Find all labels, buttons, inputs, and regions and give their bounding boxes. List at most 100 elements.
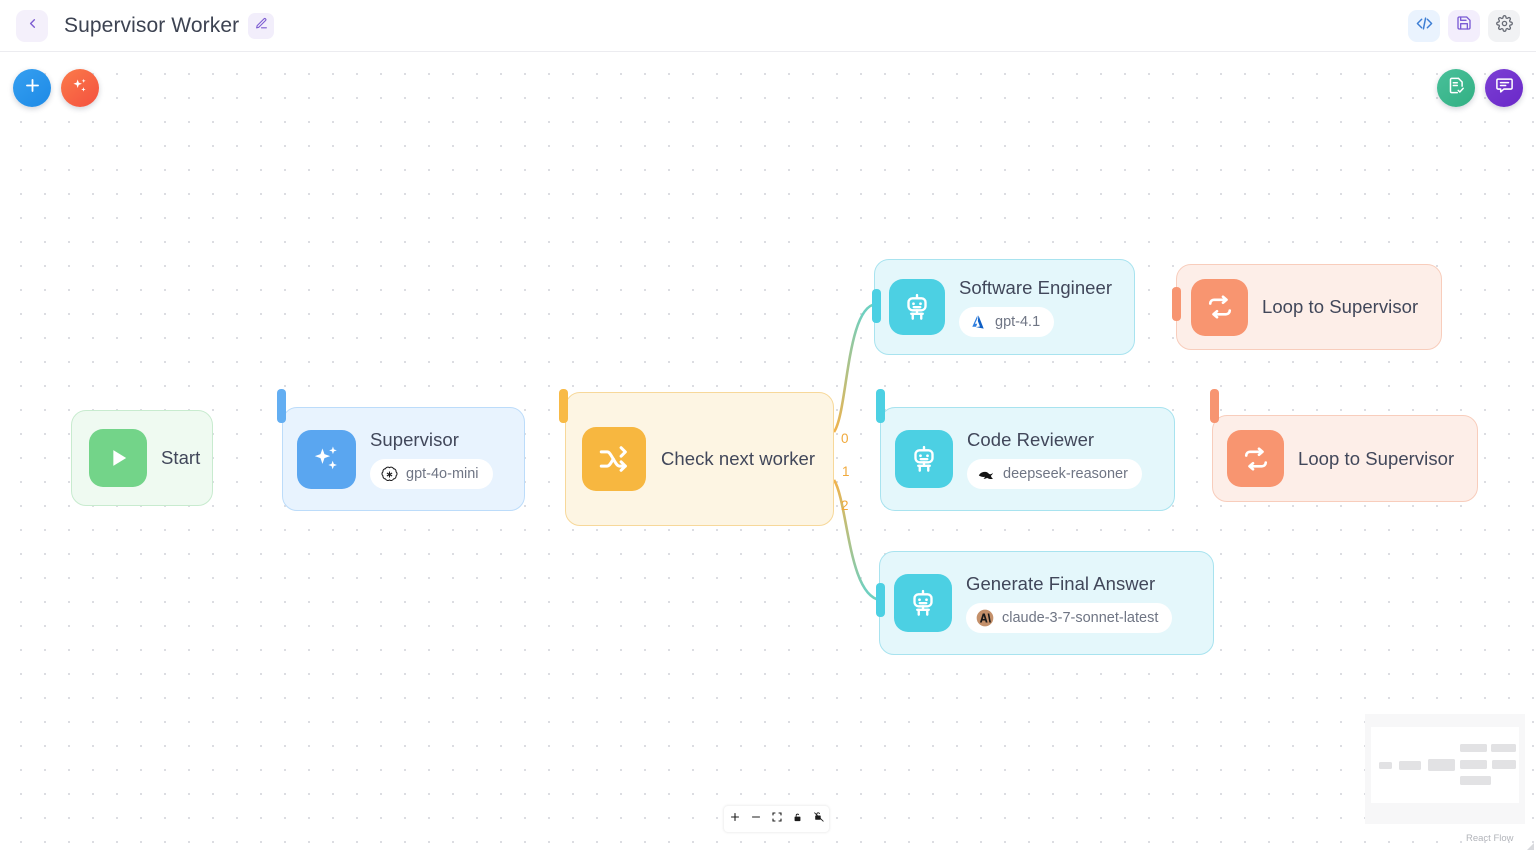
sparkles-icon bbox=[70, 76, 90, 101]
model-name-supervisor: gpt-4o-mini bbox=[406, 466, 479, 482]
edge-label-0: 0 bbox=[841, 431, 849, 446]
rename-button[interactable] bbox=[248, 12, 275, 39]
handle-router-in[interactable] bbox=[559, 389, 568, 423]
node-start[interactable]: Start bbox=[71, 410, 213, 506]
node-generate-final-answer-title: Generate Final Answer bbox=[966, 573, 1156, 594]
node-supervisor[interactable]: Supervisor gpt-4o-mini bbox=[282, 407, 525, 511]
zoom-in-button[interactable] bbox=[724, 806, 745, 832]
node-loop-2-title: Loop to Supervisor bbox=[1298, 447, 1455, 469]
fit-view-icon bbox=[771, 810, 783, 828]
node-router-body: Check next worker bbox=[661, 448, 815, 470]
model-badge-supervisor[interactable]: gpt-4o-mini bbox=[370, 459, 493, 489]
model-badge-code-reviewer[interactable]: deepseek-reasoner bbox=[967, 459, 1142, 489]
minimap-node bbox=[1460, 760, 1487, 769]
ai-generate-button[interactable] bbox=[61, 69, 99, 107]
node-start-title: Start bbox=[161, 447, 201, 468]
model-badge-generate-final-answer[interactable]: claude-3-7-sonnet-latest bbox=[966, 603, 1173, 633]
chat-bubble-icon bbox=[1495, 76, 1514, 100]
edge-router-software-engineer bbox=[832, 302, 877, 433]
node-loop-2-body: Loop to Supervisor bbox=[1298, 448, 1454, 470]
minus-icon bbox=[750, 810, 762, 828]
gear-icon bbox=[1495, 14, 1513, 37]
minimap-node bbox=[1492, 760, 1516, 769]
minimap-node bbox=[1399, 761, 1421, 770]
node-check-next-worker[interactable]: Check next worker bbox=[565, 392, 834, 526]
plus-icon bbox=[729, 810, 741, 828]
robot-icon bbox=[895, 430, 953, 488]
loop-icon bbox=[1191, 278, 1248, 336]
handle-supervisor-in[interactable] bbox=[277, 389, 286, 423]
resize-corner[interactable] bbox=[1527, 843, 1534, 850]
floppy-disk-icon bbox=[1456, 15, 1472, 36]
handle-loop-2-in[interactable] bbox=[1210, 389, 1219, 423]
handle-code-reviewer-in[interactable] bbox=[876, 389, 885, 423]
react-flow-attribution[interactable]: React Flow bbox=[1466, 833, 1514, 844]
model-name-software-engineer: gpt-4.1 bbox=[995, 314, 1041, 330]
edge-label-2: 2 bbox=[841, 498, 849, 513]
minimap-node bbox=[1460, 776, 1491, 785]
deepseek-logo bbox=[976, 464, 996, 484]
settings-button[interactable] bbox=[1488, 9, 1520, 42]
node-start-body: Start bbox=[161, 447, 200, 469]
code-view-button[interactable] bbox=[1408, 9, 1440, 42]
toggle-interactivity-button[interactable] bbox=[808, 806, 829, 832]
chevron-left-icon bbox=[25, 16, 40, 36]
handle-generate-final-answer-in[interactable] bbox=[876, 583, 885, 617]
flow-controls bbox=[724, 806, 829, 832]
node-supervisor-title: Supervisor bbox=[370, 429, 459, 450]
loop-icon bbox=[1227, 430, 1284, 487]
robot-icon bbox=[889, 279, 945, 335]
save-button[interactable] bbox=[1448, 9, 1480, 42]
lock-icon bbox=[792, 810, 803, 828]
node-loop-to-supervisor-2[interactable]: Loop to Supervisor bbox=[1212, 415, 1478, 502]
add-node-button[interactable] bbox=[13, 69, 51, 107]
page-title: Supervisor Worker bbox=[64, 13, 240, 37]
openai-logo bbox=[379, 464, 399, 484]
flow-canvas[interactable]: 0 1 2 Start Supervisor bbox=[0, 52, 1536, 852]
fit-view-button[interactable] bbox=[766, 806, 787, 832]
model-name-generate-final-answer: claude-3-7-sonnet-latest bbox=[1002, 610, 1159, 626]
document-check-icon bbox=[1447, 76, 1466, 100]
node-software-engineer-body: Software Engineer gpt-4.1 bbox=[959, 277, 1112, 337]
zoom-out-button[interactable] bbox=[745, 806, 766, 832]
minimap-node bbox=[1379, 762, 1392, 769]
minimap[interactable] bbox=[1365, 714, 1525, 824]
model-name-code-reviewer: deepseek-reasoner bbox=[1003, 466, 1128, 482]
pencil-icon bbox=[255, 17, 268, 35]
model-badge-software-engineer[interactable]: gpt-4.1 bbox=[959, 307, 1055, 337]
minimap-node bbox=[1491, 744, 1516, 752]
handle-software-engineer-in[interactable] bbox=[872, 289, 881, 323]
minimap-viewport bbox=[1371, 727, 1519, 803]
chat-button[interactable] bbox=[1485, 69, 1523, 107]
azure-logo bbox=[968, 312, 988, 332]
interactivity-icon bbox=[813, 810, 825, 828]
node-loop-to-supervisor-1[interactable]: Loop to Supervisor bbox=[1176, 264, 1442, 350]
code-brackets-icon bbox=[1416, 15, 1433, 37]
node-loop-1-title: Loop to Supervisor bbox=[1262, 296, 1419, 317]
node-code-reviewer-body: Code Reviewer deepseek-reasoner bbox=[967, 429, 1142, 489]
node-software-engineer-title: Software Engineer bbox=[959, 277, 1113, 298]
node-generate-final-answer-body: Generate Final Answer claude-3-7-sonnet-… bbox=[966, 573, 1173, 633]
node-loop-1-body: Loop to Supervisor bbox=[1262, 296, 1418, 318]
node-code-reviewer[interactable]: Code Reviewer deepseek-reasoner bbox=[880, 407, 1175, 511]
node-supervisor-body: Supervisor gpt-4o-mini bbox=[370, 429, 493, 489]
anthropic-logo bbox=[975, 608, 995, 628]
edge-label-1: 1 bbox=[842, 464, 850, 479]
header-actions bbox=[1408, 9, 1520, 42]
minimap-node bbox=[1428, 759, 1455, 771]
plus-icon bbox=[23, 76, 42, 100]
play-icon bbox=[89, 429, 147, 487]
node-code-reviewer-title: Code Reviewer bbox=[967, 429, 1095, 450]
robot-icon bbox=[894, 574, 952, 632]
run-log-button[interactable] bbox=[1437, 69, 1475, 107]
minimap-node bbox=[1460, 744, 1487, 752]
lock-button[interactable] bbox=[787, 806, 808, 832]
node-software-engineer[interactable]: Software Engineer gpt-4.1 bbox=[874, 259, 1135, 355]
node-router-title: Check next worker bbox=[661, 448, 816, 469]
back-button[interactable] bbox=[16, 9, 48, 42]
handle-loop-1-in[interactable] bbox=[1172, 287, 1181, 321]
sparkles-icon bbox=[297, 429, 356, 489]
branch-split-icon bbox=[582, 427, 646, 491]
app-header: Supervisor Worker bbox=[0, 0, 1536, 52]
node-generate-final-answer[interactable]: Generate Final Answer claude-3-7-sonnet-… bbox=[879, 551, 1214, 655]
